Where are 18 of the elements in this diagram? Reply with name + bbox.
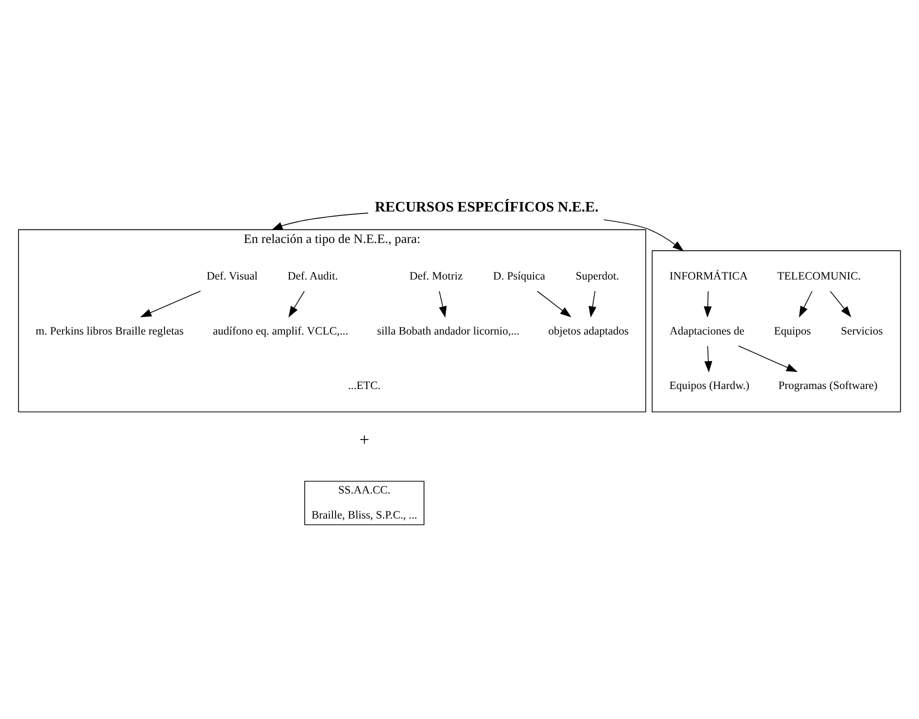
node-text: m. Perkins libros Braille regletas	[36, 325, 184, 338]
node-text: D. Psíquica	[493, 270, 546, 282]
node-text: RECURSOS ESPECÍFICOS N.E.E.	[374, 199, 598, 216]
label: +	[359, 429, 370, 450]
node-text: INFORMÁTICA	[669, 270, 748, 282]
node-text: Programas (Software)	[778, 380, 878, 392]
node-text: Adaptaciones de	[670, 325, 744, 338]
node-text: objetos adaptados	[548, 325, 629, 338]
node-text: Servicios	[840, 325, 883, 338]
node-text: Def. Motriz	[410, 270, 463, 282]
node-text: silla Bobath andador licornio,...	[377, 325, 520, 338]
node-text: audífono eq. amplif. VCLC,...	[212, 325, 348, 338]
node-text: Equipos	[774, 325, 811, 338]
node-text: Superdot.	[576, 270, 620, 282]
node-text: Equipos (Hardw.)	[669, 380, 750, 392]
node-text: TELECOMUNIC.	[777, 270, 861, 282]
node-text: Def. Audit.	[288, 270, 338, 282]
node-text: Def. Visual	[206, 270, 258, 282]
